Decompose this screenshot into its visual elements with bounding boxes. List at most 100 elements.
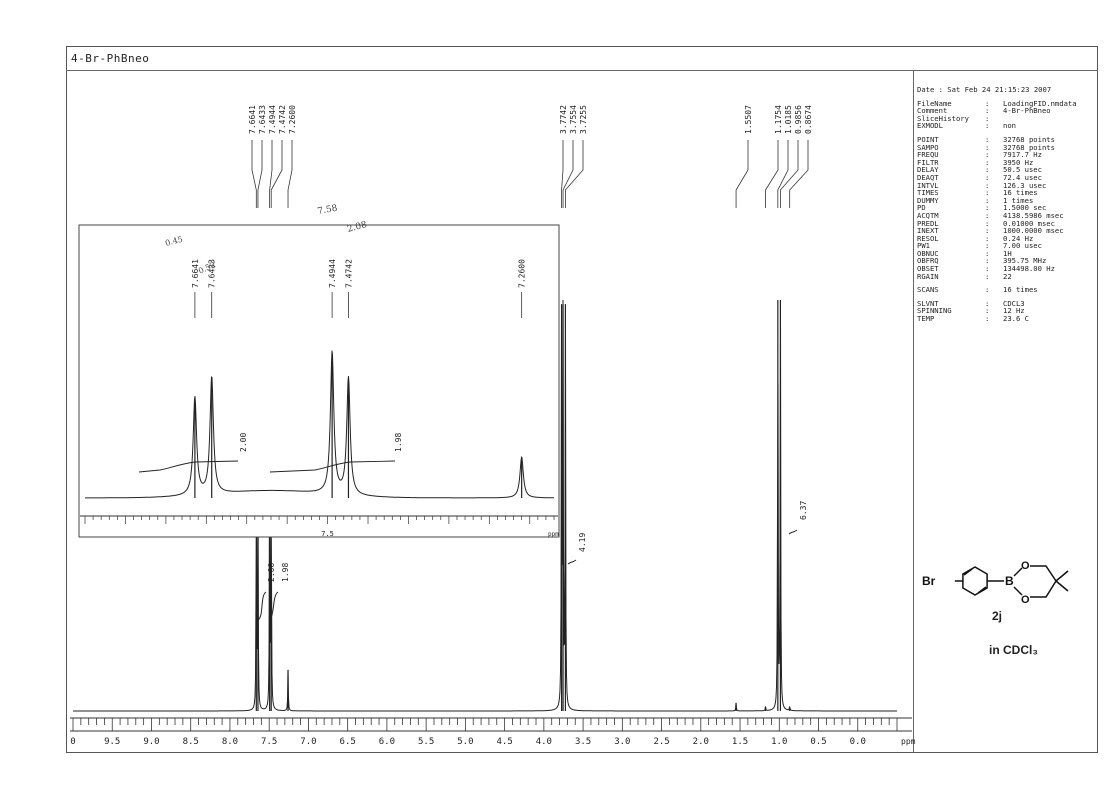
parameter-row: DELAY: 50.5 usec	[917, 166, 1097, 174]
parameter-row: PREDL:0.01000 msec	[917, 218, 1097, 228]
peak-label: 0.9856	[794, 105, 803, 134]
oxygen-label: O	[1021, 560, 1030, 572]
parameter-value: 0.24 Hz	[1003, 233, 1034, 243]
parameter-separator: :	[985, 298, 990, 308]
peak-label: 0.8674	[804, 105, 813, 134]
parameter-value: CDCL3	[1003, 298, 1025, 308]
x-tick-label: 2.5	[653, 737, 669, 747]
parameter-value: 1000.0000 msec	[1003, 226, 1064, 236]
parameter-value	[1003, 115, 1097, 123]
peak-label-connector	[765, 140, 779, 208]
parameter-separator: :	[985, 233, 990, 243]
parameter-separator: :	[985, 106, 990, 116]
parameter-row: SPINNING:12 Hz	[917, 307, 1097, 315]
parameter-separator: :	[985, 134, 990, 144]
parameter-value: 50.5 usec	[1003, 165, 1042, 175]
parameter-separator: :	[985, 218, 990, 228]
peak-label-connector	[780, 140, 799, 208]
x-axis-unit: ppm	[901, 737, 916, 746]
spectrum-frame	[66, 46, 1098, 753]
parameter-row: TEMP: 23.6 C	[917, 315, 1097, 323]
handwritten-note: 7.58	[317, 204, 339, 217]
parameter-key: POINT	[917, 134, 939, 144]
boron-label: B	[1005, 574, 1014, 588]
parameter-key: TEMP	[917, 314, 935, 324]
parameter-row: PD:1.5000 sec	[917, 204, 1097, 212]
parameter-separator: :	[985, 98, 990, 108]
parameter-row: SCANS: 16 times	[917, 286, 1097, 294]
parameter-row: INTVL:126.3 usec	[917, 180, 1097, 190]
inset-peak-label: 7.6641	[191, 259, 200, 288]
peak-label-connector	[562, 140, 574, 208]
inset-axis-unit: ppm	[548, 531, 559, 538]
peak-label: 1.5507	[744, 105, 753, 134]
methyl-bond	[1055, 580, 1069, 592]
parameter-key: INTVL	[917, 180, 939, 190]
parameter-key: SliceHistory	[917, 113, 969, 123]
methyl-bond	[1055, 570, 1069, 582]
parameter-separator: :	[985, 203, 990, 213]
x-tick-label: 1.0	[771, 737, 787, 747]
parameter-row: DUMMY:1 times	[917, 197, 1097, 205]
parameter-value: 72.4 usec	[1003, 172, 1042, 182]
peak-label: 7.2600	[288, 105, 297, 134]
inset-integral-curve	[269, 460, 396, 473]
parameter-key: PD	[917, 203, 926, 213]
parameter-separator: :	[985, 180, 990, 190]
x-tick-label: 5.0	[457, 737, 473, 747]
parameter-separator: :	[985, 172, 990, 182]
parameter-row: RGAIN:22	[917, 273, 1097, 281]
x-tick-label: 9.0	[143, 737, 159, 747]
peak-label-connector	[269, 140, 273, 208]
parameter-row: RESOL: 0.24 Hz	[917, 235, 1097, 243]
x-tick-label: 7.5	[261, 737, 277, 747]
peak-label-connector	[257, 140, 263, 208]
parameter-row: FREQU:7917.7 Hz	[917, 151, 1097, 159]
bromine-label: Br	[922, 574, 936, 588]
integral-value: 4.19	[578, 533, 587, 552]
x-tick-label: 3.5	[575, 737, 591, 747]
parameter-separator: :	[985, 195, 990, 205]
x-tick-label: 0.5	[810, 737, 826, 747]
parameter-key: DUMMY	[917, 195, 939, 205]
inset-integral-value: 2.00	[239, 433, 248, 452]
peak-label-connector	[561, 140, 564, 208]
parameter-value: 23.6 C	[1003, 314, 1029, 324]
parameter-row: OBSET:134498.00 Hz	[917, 265, 1097, 273]
parameter-key: EXMODL	[917, 121, 943, 131]
parameter-key: TIMES	[917, 188, 939, 198]
integral-curve	[268, 591, 279, 621]
sample-title: 4-Br-PhBneo	[71, 52, 150, 65]
spectrum-trace	[73, 299, 897, 712]
parameter-key: DELAY	[917, 165, 939, 175]
ring-double-bond	[977, 586, 987, 594]
inset-peak-label: 7.4742	[344, 259, 353, 288]
parameter-row: FileName:LoadingFID.nmdata	[917, 98, 1097, 108]
x-tick-label: 6.5	[340, 737, 356, 747]
parameter-row: TIMES:16 times	[917, 189, 1097, 197]
x-tick-label: 3.0	[614, 737, 630, 747]
parameter-separator: :	[985, 241, 990, 251]
parameter-panel-divider	[913, 71, 914, 752]
parameter-separator: :	[985, 314, 990, 324]
x-tick-label: 6.0	[379, 737, 395, 747]
parameter-separator: :	[985, 285, 990, 295]
parameter-separator: :	[985, 256, 990, 266]
parameter-separator: :	[985, 121, 990, 131]
parameter-key: SLVNT	[917, 298, 939, 308]
parameter-key: SCANS	[917, 285, 939, 295]
inset-tick-label: 7.5	[321, 530, 334, 538]
parameter-value: 16 times	[1003, 188, 1038, 198]
integral-curve	[788, 529, 798, 535]
parameter-key: RESOL	[917, 233, 939, 243]
parameter-key: RGAIN	[917, 271, 939, 281]
peak-label-connector	[735, 140, 749, 208]
peak-label: 3.7742	[559, 105, 568, 134]
parameter-separator: :	[985, 248, 990, 258]
parameter-value: 16 times	[1003, 285, 1038, 295]
parameter-row: SAMPO:32768 points	[917, 142, 1097, 152]
parameter-value: 32768 points	[1003, 142, 1055, 152]
parameter-separator: :	[985, 165, 990, 175]
